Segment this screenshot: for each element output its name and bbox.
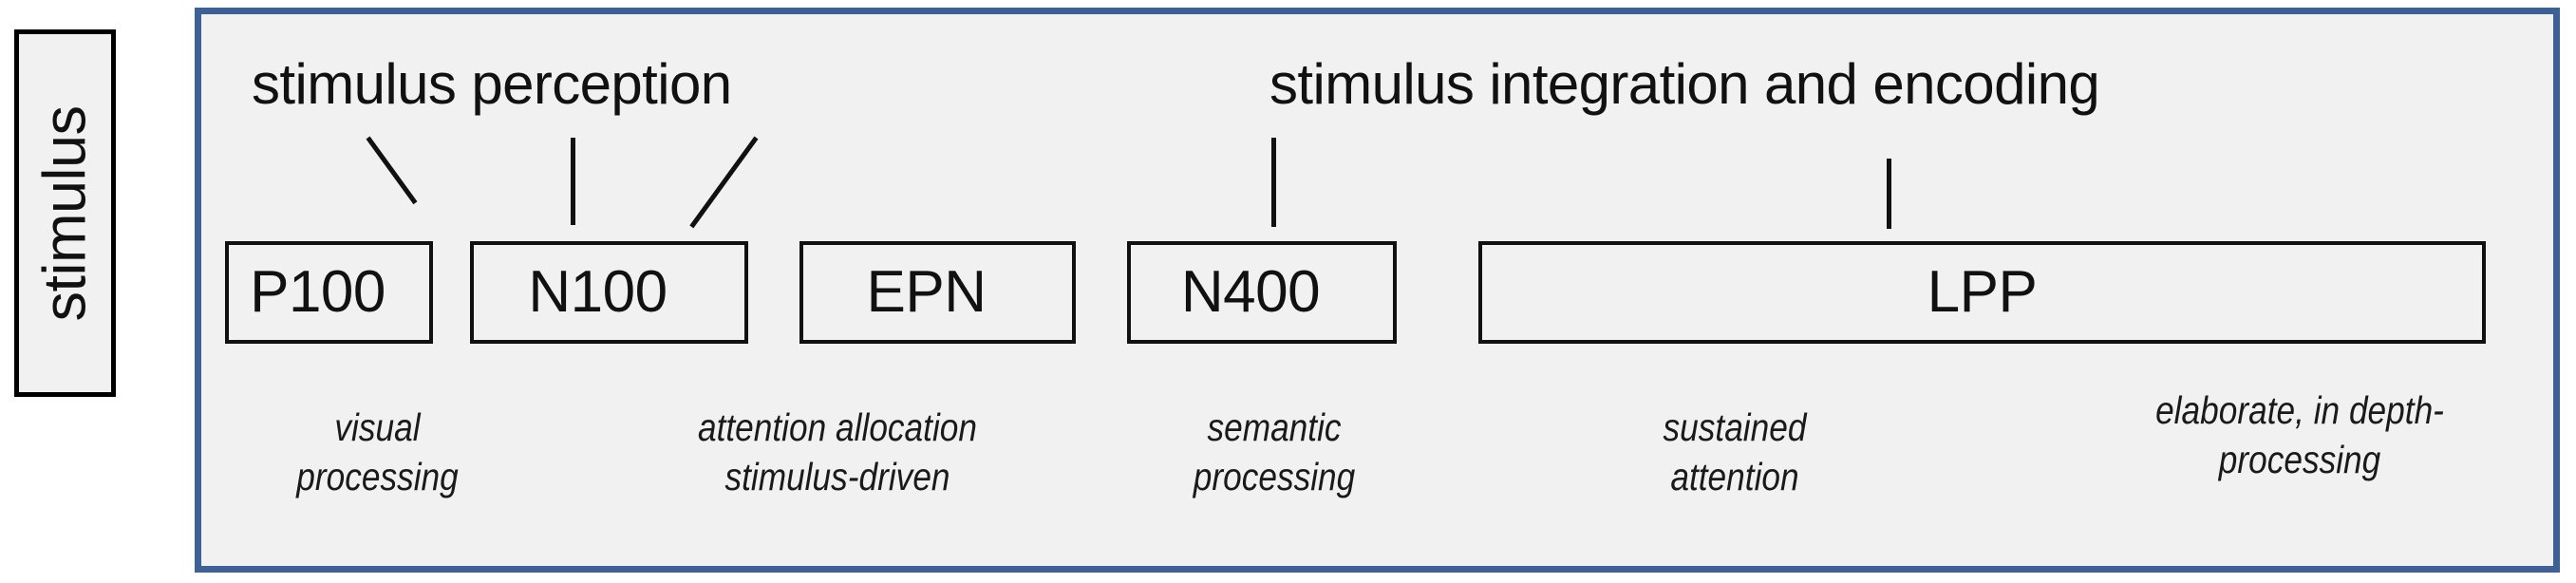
stimulus-label: stimulus [31, 104, 98, 322]
caption-n400: sustained attention [1663, 405, 1807, 499]
stimulus-box: stimulus [14, 29, 116, 397]
component-label-lpp: LPP [1927, 259, 2038, 325]
connector-n400-vertical-icon [1271, 138, 1276, 227]
component-label-p100: P100 [250, 259, 385, 325]
caption-p100: visual processing [296, 405, 459, 499]
component-label-epn: EPN [866, 259, 987, 325]
phase-heading-integration: stimulus integration and encoding [1269, 52, 2100, 116]
caption-epn: semantic processing [1193, 405, 1356, 499]
connector-n100-vertical-icon [571, 138, 575, 225]
caption-lpp: elaborate, in depth- processing [2155, 388, 2444, 482]
component-box-n100[interactable]: N100 [470, 241, 748, 344]
connector-epn-diagonal-icon [689, 136, 759, 229]
erp-timeline-panel: stimulus perception stimulus integration… [195, 8, 2560, 573]
component-box-n400[interactable]: N400 [1127, 241, 1397, 344]
component-label-n400: N400 [1180, 259, 1321, 325]
phase-heading-perception: stimulus perception [252, 52, 732, 116]
connector-lpp-vertical-icon [1887, 159, 1891, 229]
caption-n100: attention allocation stimulus-driven [697, 405, 978, 499]
component-box-epn[interactable]: EPN [799, 241, 1076, 344]
component-box-lpp[interactable]: LPP [1478, 241, 2486, 344]
component-box-p100[interactable]: P100 [225, 241, 433, 344]
component-label-n100: N100 [528, 259, 668, 325]
connector-p100-diagonal-icon [366, 136, 418, 205]
